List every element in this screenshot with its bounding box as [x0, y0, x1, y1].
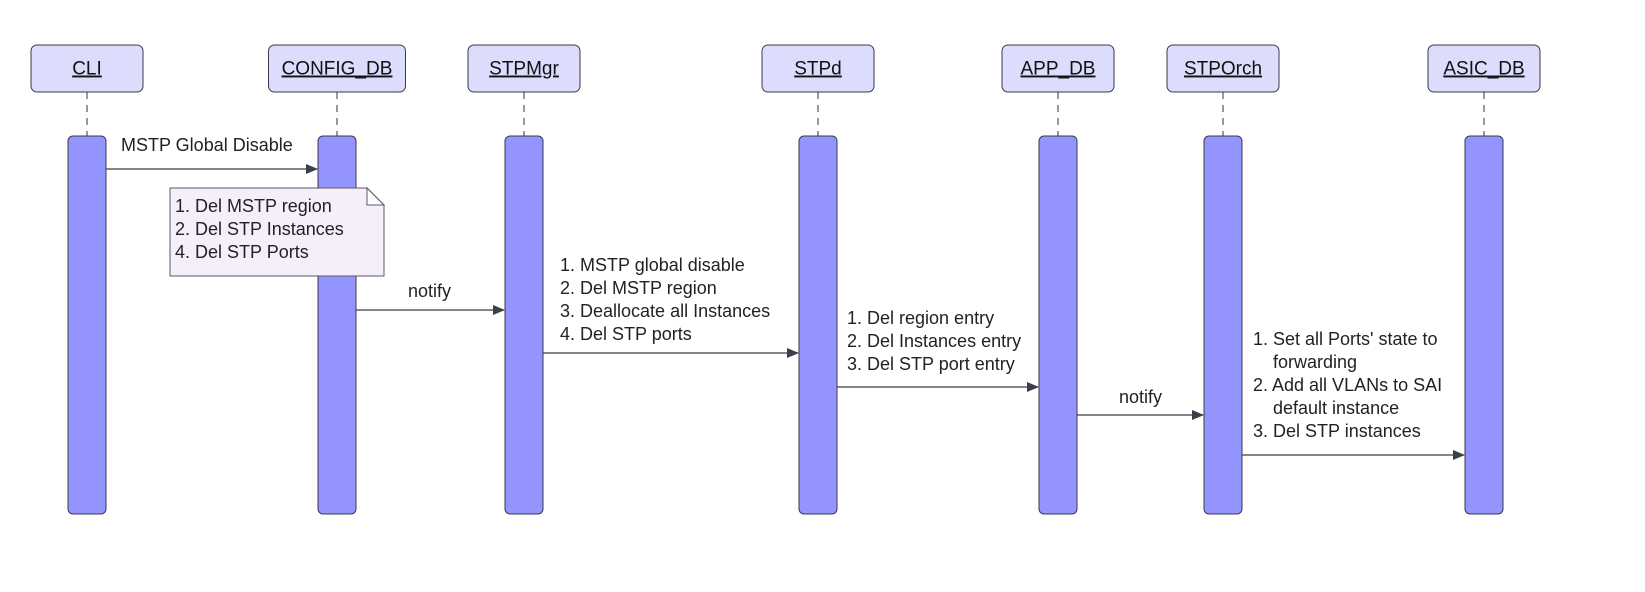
- participant-box: [1001, 44, 1115, 93]
- message-config-db-to-stpmgr: notify: [356, 281, 505, 315]
- message-stpd-to-app-db: 1. Del region entry 2. Del Instances entr…: [837, 308, 1039, 392]
- message-label: 3. Deallocate all Instances: [560, 301, 770, 321]
- activation-bar-asic-db: [1464, 135, 1504, 515]
- participant-label: STPd: [794, 59, 842, 80]
- message-label: forwarding: [1253, 352, 1357, 372]
- message-app-db-to-stporch: notify: [1077, 387, 1204, 420]
- message-label: 4. Del STP ports: [560, 324, 692, 344]
- participant-app-db: APP_DB: [1001, 44, 1115, 93]
- participant-box: [268, 44, 406, 93]
- note-line: 1. Del MSTP region: [175, 196, 332, 216]
- activation-bar-app-db: [1038, 135, 1078, 515]
- participant-box: [1427, 44, 1541, 93]
- message-stporch-to-asic-db: 1. Set all Ports' state to forwarding 2. …: [1242, 329, 1465, 460]
- participant-stporch: STPOrch: [1166, 44, 1280, 93]
- participant-box: [467, 44, 581, 93]
- message-cli-to-config-db: MSTP Global Disable: [106, 135, 318, 174]
- note-fold-corner: [366, 186, 386, 206]
- activation-bar-stporch: [1203, 135, 1243, 515]
- activation-bar-cli: [67, 135, 107, 515]
- message-label: 2. Del Instances entry: [847, 331, 1021, 351]
- message-label: 1. Set all Ports' state to: [1253, 329, 1438, 349]
- message-label: 3. Del STP instances: [1253, 421, 1421, 441]
- message-label: notify: [408, 281, 451, 301]
- message-label: MSTP Global Disable: [121, 135, 293, 155]
- message-label: 1. MSTP global disable: [560, 255, 745, 275]
- message-label: default instance: [1253, 398, 1399, 418]
- message-stpmgr-to-stpd: 1. MSTP global disable 2. Del MSTP region…: [543, 255, 799, 358]
- note-box: [169, 187, 385, 277]
- participant-label: CLI: [72, 59, 102, 80]
- participant-label: STPMgr: [489, 59, 559, 80]
- activation-bar-stpd: [798, 135, 838, 515]
- message-label: 2. Add all VLANs to SAI: [1253, 375, 1442, 395]
- note-config-db: 1. Del MSTP region 2. Del STP Instances 4.…: [169, 186, 386, 277]
- message-label: 2. Del MSTP region: [560, 278, 717, 298]
- note-line: 2. Del STP Instances: [175, 219, 344, 239]
- participant-label: CONFIG_DB: [282, 59, 393, 80]
- message-label: notify: [1119, 387, 1162, 407]
- participant-box: [1166, 44, 1280, 93]
- participant-box: [761, 44, 875, 93]
- participant-label: APP_DB: [1021, 59, 1096, 80]
- note-line: 4. Del STP Ports: [175, 242, 309, 262]
- participant-config-db: CONFIG_DB: [268, 44, 406, 93]
- participant-cli: CLI: [30, 44, 144, 93]
- participant-box: [30, 44, 144, 93]
- participant-stpmgr: STPMgr: [467, 44, 581, 93]
- participant-stpd: STPd: [761, 44, 875, 93]
- participant-asic-db: ASIC_DB: [1427, 44, 1541, 93]
- message-label: 1. Del region entry: [847, 308, 994, 328]
- participant-label: ASIC_DB: [1443, 59, 1524, 80]
- message-label: 3. Del STP port entry: [847, 354, 1015, 374]
- activation-bar-stpmgr: [504, 135, 544, 515]
- participant-label: STPOrch: [1184, 59, 1262, 80]
